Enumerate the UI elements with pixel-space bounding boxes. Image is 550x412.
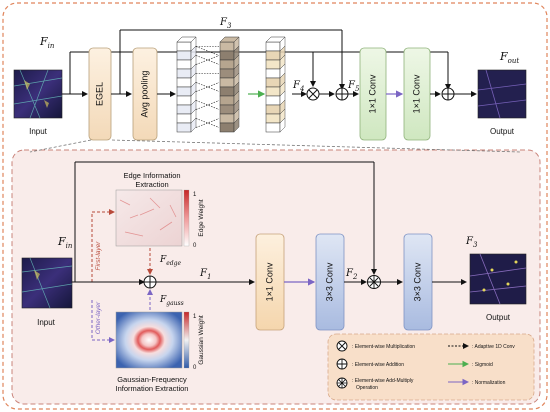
bottom-fin-label: Fin [57, 235, 73, 250]
adaptive-conv-link [195, 118, 220, 128]
gauss-cbar-label: Gaussian Weight [198, 315, 205, 365]
channel-cell [219, 117, 240, 133]
zoom-line-right [111, 139, 521, 153]
edge-cbar-label: Edge Weight [198, 199, 205, 236]
avg-pooling-label: Avg pooling [139, 71, 149, 118]
legend-sigmoid-text: : Sigmoid [472, 362, 493, 368]
adaptive-conv-link [195, 55, 220, 65]
top-conv1x1-label-1: 1×1 Conv [367, 74, 377, 113]
legend-addmult-text-2: Operation [356, 385, 378, 391]
channel-stack-3 [265, 36, 286, 133]
edge-title-1: Edge Information [123, 171, 180, 180]
gauss-title-2: Information Extraction [116, 384, 189, 393]
edge-cbar-max: 1 [193, 192, 197, 198]
bottom-output-image [469, 253, 527, 305]
adaptive-conv-link [195, 100, 220, 110]
bottom-add-op [143, 275, 157, 289]
bottom-conv3x3-label-1: 3×3 Conv [324, 262, 334, 301]
adaptive-conv-link [195, 82, 220, 92]
other-layer-path [91, 300, 115, 343]
fedge-label: Fedge [159, 255, 181, 267]
bottom-input-label: Input [37, 318, 56, 327]
channel-stack-1 [176, 36, 197, 133]
top-fin-label: Fin [39, 35, 55, 50]
channel-cell [265, 36, 286, 52]
gauss-cbar-min: 0 [193, 365, 197, 371]
channel-cell [265, 117, 286, 133]
top-output-label: Output [490, 127, 515, 136]
edge-cbar-min: 0 [193, 243, 197, 249]
top-f4-label: F4 [292, 80, 304, 93]
bottom-add-multiply-op [367, 275, 381, 289]
adaptive-conv-link [195, 118, 220, 128]
legend-addmult-text-1: : Element-wise Add-Multiply [352, 378, 414, 384]
channel-cell [176, 117, 197, 133]
first-layer-label: First-layer [95, 241, 102, 271]
channel-stack-2 [219, 36, 240, 133]
top-output-image [477, 69, 527, 119]
edge-weight-map [115, 189, 183, 247]
top-fout-label: Fout [499, 50, 519, 65]
legend-norm-text: : Normalization [472, 380, 506, 386]
gaussian-weight-map [115, 311, 183, 369]
legend-mult-text: : Element-wise Multiplication [352, 344, 415, 350]
adaptive-conv-link [195, 100, 220, 110]
adaptive-conv-link [195, 46, 220, 56]
f1-label: F1 [199, 268, 211, 281]
legend-mult-icon [336, 340, 348, 352]
legend-addmult-icon [336, 377, 348, 389]
bottom-output-label: Output [486, 313, 511, 322]
gauss-cbar-max: 1 [193, 314, 197, 320]
egel-label: EGEL [94, 82, 104, 106]
bottom-input-image [21, 257, 73, 309]
edge-colorbar [183, 189, 190, 247]
top-f3-label: F3 [219, 17, 232, 30]
adaptive-conv-link [195, 55, 220, 65]
legend-add-text: : Element-wise Addition [352, 362, 404, 368]
top-add-op-1 [335, 87, 349, 101]
top-f5-label: F5 [347, 80, 360, 93]
other-layer-label: Other-layer [95, 301, 102, 334]
gauss-colorbar [183, 311, 190, 369]
adaptive-conv-links [195, 46, 220, 128]
legend-adaptive-text: : Adaptive 1D Conv [472, 344, 515, 350]
edge-title-2: Extraction [135, 180, 168, 189]
zoom-line-left [29, 139, 92, 153]
legend-box [327, 333, 535, 401]
top-conv1x1-label-2: 1×1 Conv [411, 74, 421, 113]
top-input-image [13, 69, 63, 119]
bottom-f3-label: F3 [465, 236, 478, 249]
bottom-conv1x1-label: 1×1 Conv [264, 262, 274, 301]
legend-add-icon [336, 358, 348, 370]
top-input-label: Input [29, 127, 48, 136]
top-add-op-2 [441, 87, 455, 101]
channel-cell [176, 36, 197, 52]
adaptive-conv-link [195, 82, 220, 92]
f2-label: F2 [345, 268, 358, 281]
fgauss-label: Fgauss [159, 295, 184, 307]
gauss-title-1: Gaussian-Frequency [117, 375, 187, 384]
bottom-conv3x3-label-2: 3×3 Conv [412, 262, 422, 301]
top-multiply-op [306, 87, 320, 101]
first-layer-path [91, 209, 115, 282]
